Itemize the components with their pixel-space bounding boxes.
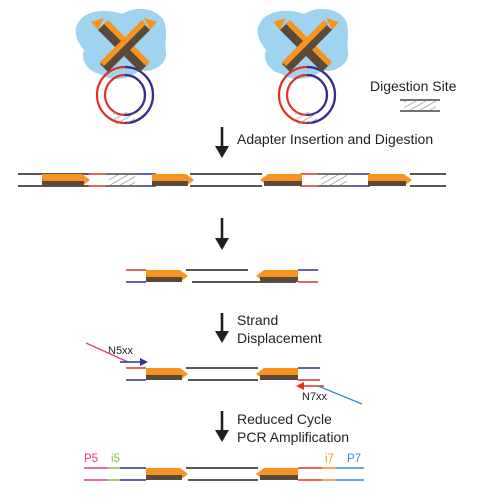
n5-primer [85, 342, 129, 363]
step-label-displacement: Displacement [237, 330, 322, 346]
step-label-strand: Strand [237, 312, 278, 328]
step-arrow-4 [215, 411, 229, 442]
step-label-adapter-insertion: Adapter Insertion and Digestion [237, 131, 433, 147]
i7-label: i7 [325, 453, 334, 465]
final-library-fragment: P5 i5 i7 P7 [84, 453, 364, 481]
step-arrow-1 [215, 127, 229, 158]
n7-label: N7xx [302, 391, 328, 403]
digested-fragment [126, 269, 318, 283]
tagmented-dna [18, 173, 446, 187]
step-label-reduced-cycle: Reduced Cycle [237, 411, 332, 427]
step-arrow-2 [215, 218, 229, 250]
digestion-site-legend: Digestion Site [370, 78, 457, 112]
transposome-complex-2 [257, 8, 349, 125]
step-label-pcr-amplification: PCR Amplification [237, 429, 349, 445]
p5-label: P5 [84, 453, 98, 465]
strand-displacement-fragment: N5xx N7xx [85, 342, 363, 405]
digestion-site-label: Digestion Site [370, 78, 457, 94]
transposon-arm-2 [100, 22, 150, 72]
step-arrow-3 [215, 313, 229, 343]
transposome-complex-1 [75, 8, 167, 125]
n5-label: N5xx [108, 345, 134, 357]
p7-label: P7 [347, 453, 361, 465]
n7-primer [317, 385, 363, 405]
digestion-site-mark [113, 112, 135, 124]
i5-label: i5 [111, 453, 120, 465]
